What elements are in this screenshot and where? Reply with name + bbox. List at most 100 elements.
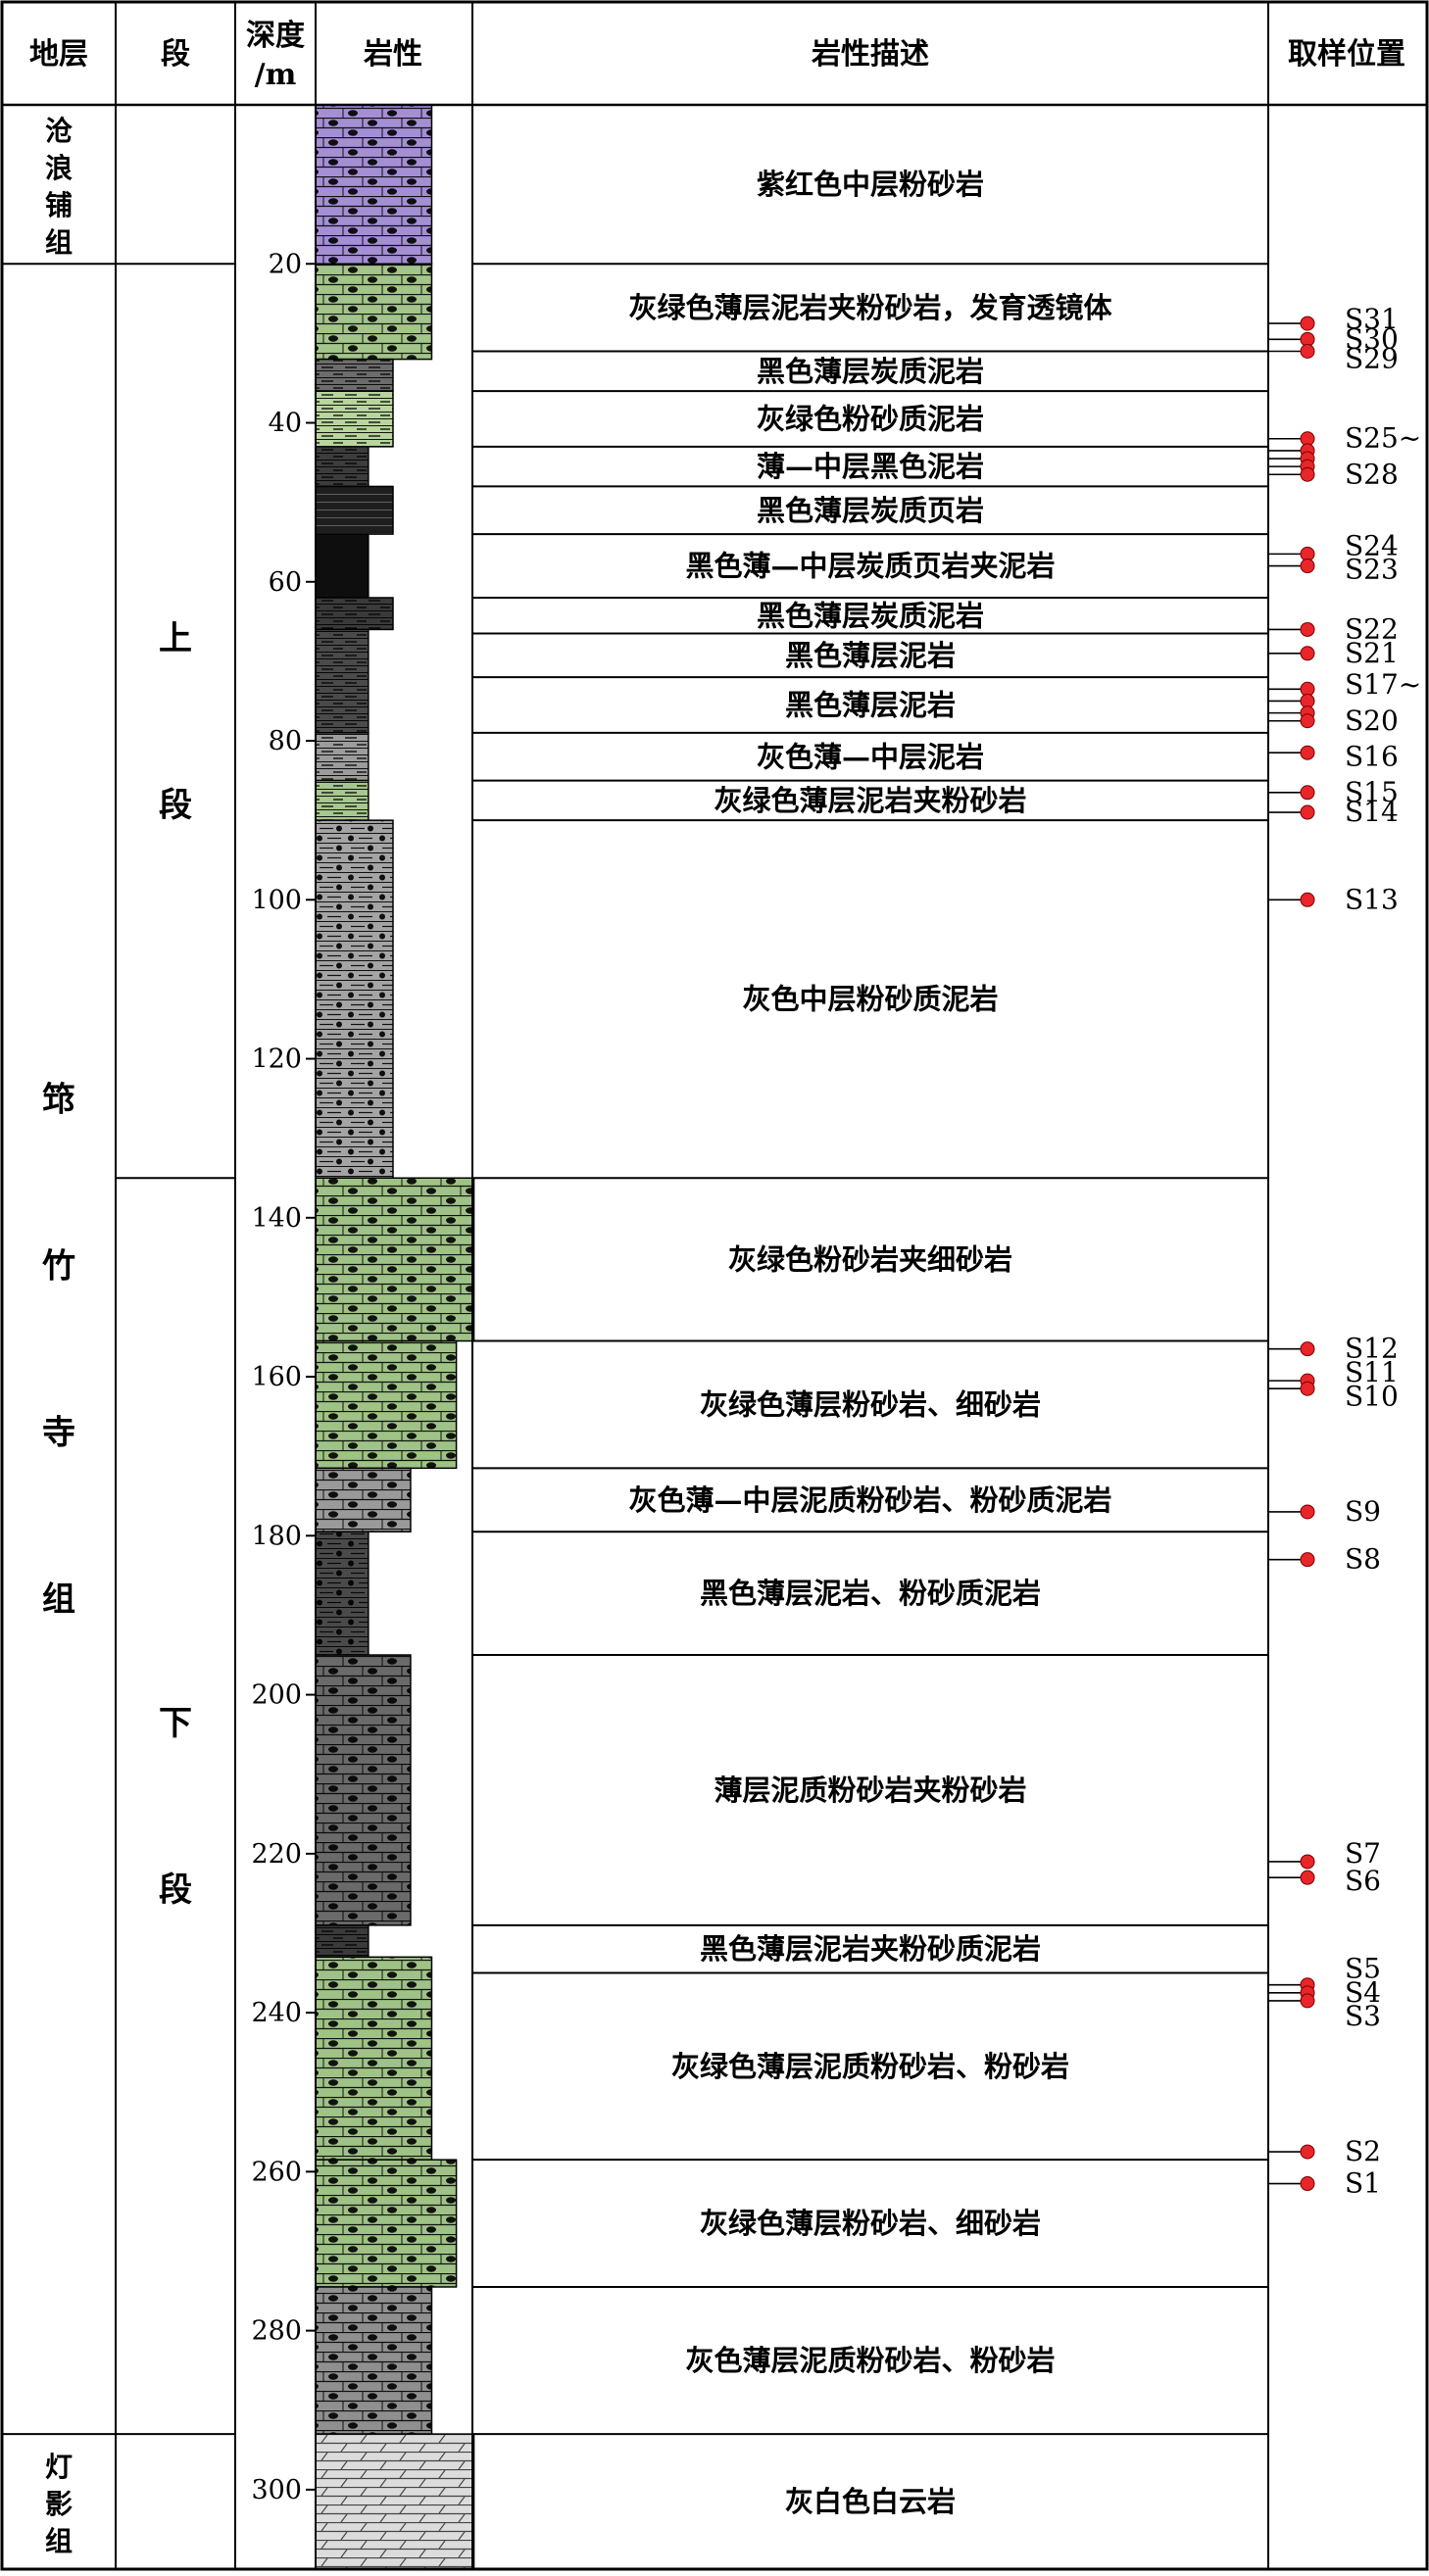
description-text-2: 灰绿色薄层泥岩夹粉砂岩，发育透镜体 (628, 291, 1112, 324)
sample-dot-17 (1300, 745, 1315, 760)
lithology-pattern-8 (316, 598, 393, 630)
sample-dot-3 (1300, 344, 1315, 359)
lithology-pattern-1 (316, 105, 432, 265)
sample-dot-30 (1300, 1993, 1315, 2009)
lithology-pattern-5 (316, 446, 369, 487)
depth-tick-label-6: 120 (251, 1045, 302, 1075)
sample-dot-12 (1300, 646, 1315, 661)
formation-char-3-1: 灯 (45, 2451, 73, 2483)
lithology-pattern-20 (316, 2160, 457, 2287)
description-text-9: 黑色薄层泥岩 (785, 639, 956, 672)
lithology-pattern-12 (316, 820, 393, 1179)
description-text-4: 灰绿色粉砂质泥岩 (757, 402, 984, 435)
depth-axis: 2040608010012014016018020022024026028030… (251, 249, 316, 2505)
description-text-12: 灰绿色薄层泥岩夹粉砂岩 (714, 784, 1026, 817)
description-text-8: 黑色薄层炭质泥岩 (757, 599, 984, 632)
sample-dot-21 (1300, 1341, 1315, 1357)
description-text-13: 灰色中层粉砂质泥岩 (742, 983, 998, 1016)
depth-tick-label-5: 100 (251, 885, 302, 915)
description-text-11: 灰色薄—中层泥岩 (757, 740, 984, 773)
lithology-pattern-10 (316, 732, 369, 781)
description-text-22: 灰色薄层泥质粉砂岩、粉砂岩 (685, 2344, 1055, 2377)
member-char-3-2: 段 (159, 1871, 192, 1910)
lithology-pattern-17 (316, 1655, 411, 1925)
header-description: 岩性描述 (812, 37, 929, 72)
sample-label-3: S29 (1345, 343, 1399, 375)
lithology-pattern-16 (316, 1531, 369, 1656)
header-depth-line2: /m (255, 58, 297, 92)
lithology-bed-7 (316, 534, 369, 598)
sample-dot-11 (1300, 621, 1315, 637)
formation-char-2-1: 筇 (42, 1081, 75, 1120)
sample-label-16: S12 (1345, 1333, 1399, 1365)
sample-dot-19 (1300, 804, 1315, 820)
sample-label-24: S4 (1345, 1976, 1381, 2009)
lithology-pattern-4 (316, 391, 393, 447)
sample-label-17: S11 (1345, 1356, 1399, 1388)
formation-char-2-4: 组 (42, 1580, 75, 1620)
member-3: 下段 (159, 1704, 192, 1910)
description-text-15: 灰绿色薄层粉砂岩、细砂岩 (700, 1387, 1041, 1421)
description-text-21: 灰绿色薄层粉砂岩、细砂岩 (700, 2207, 1041, 2240)
sample-label-7: S23 (1345, 554, 1399, 586)
sample-label-23: S5 (1345, 1952, 1381, 1984)
member-char-3-1: 下 (159, 1704, 192, 1743)
description-text-6: 黑色薄层炭质页岩 (757, 494, 984, 527)
description-text-20: 灰绿色薄层泥质粉砂岩、粉砂岩 (671, 2050, 1069, 2083)
lithology-pattern-15 (316, 1468, 411, 1532)
depth-tick-label-9: 180 (251, 1521, 302, 1551)
sample-label-27: S1 (1345, 2167, 1381, 2200)
sample-label-1: S31 (1345, 303, 1399, 335)
depth-tick-label-7: 140 (251, 1203, 302, 1234)
description-text-7: 黑色薄—中层炭质页岩夹泥岩 (685, 550, 1055, 583)
sample-label-5: S28 (1345, 458, 1399, 490)
depth-tick-label-15: 300 (251, 2475, 302, 2505)
sample-label-22: S6 (1345, 1865, 1381, 1897)
member-char-2-2: 段 (159, 786, 192, 825)
sample-dot-1 (1300, 316, 1315, 331)
sample-label-9: S21 (1345, 637, 1399, 669)
sample-label-2: S30 (1345, 322, 1399, 355)
sample-label-6: S24 (1345, 529, 1399, 561)
sample-label-26: S2 (1345, 2135, 1381, 2167)
sample-label-20: S8 (1345, 1543, 1381, 1576)
description-column: 紫红色中层粉砂岩灰绿色薄层泥岩夹粉砂岩，发育透镜体黑色薄层炭质泥岩灰绿色粉砂质泥… (472, 168, 1268, 2518)
header-lithology: 岩性 (364, 37, 422, 72)
sample-dot-24 (1300, 1504, 1315, 1520)
description-text-18: 薄层泥质粉砂岩夹粉砂岩 (714, 1774, 1026, 1807)
sample-label-8: S22 (1345, 612, 1399, 645)
sample-dot-26 (1300, 1854, 1315, 1870)
sample-label-19: S9 (1345, 1495, 1381, 1528)
sample-label-15: S13 (1345, 883, 1399, 915)
sample-dot-8 (1300, 466, 1315, 482)
lithology-pattern-13 (316, 1178, 474, 1341)
sample-markers: S31S30S29S25~S28S24S23S22S21S17~S20S16S1… (1268, 303, 1421, 2200)
sample-dot-31 (1300, 2144, 1315, 2160)
sample-label-18: S10 (1345, 1380, 1399, 1412)
lithology-pattern-14 (316, 1340, 457, 1469)
description-text-10: 黑色薄层泥岩 (785, 689, 956, 722)
sample-dot-18 (1300, 785, 1315, 801)
formation-char-2-3: 寺 (42, 1414, 75, 1453)
lithology-pattern-19 (316, 1957, 432, 2161)
depth-tick-label-13: 260 (251, 2157, 302, 2187)
description-text-5: 薄—中层黑色泥岩 (757, 450, 984, 483)
sample-label-12: S16 (1345, 740, 1399, 772)
header-depth-line1: 深度 (246, 19, 305, 53)
sample-dot-32 (1300, 2176, 1315, 2192)
sample-dot-23 (1300, 1381, 1315, 1396)
description-text-3: 黑色薄层炭质泥岩 (757, 355, 984, 388)
lithology-pattern-21 (316, 2286, 432, 2435)
sample-label-4: S25~ (1345, 422, 1421, 455)
sample-dot-20 (1300, 892, 1315, 907)
lithology-pattern-9 (316, 629, 369, 733)
formation-char-1-3: 铺 (45, 189, 73, 221)
depth-tick-label-3: 60 (269, 567, 302, 598)
